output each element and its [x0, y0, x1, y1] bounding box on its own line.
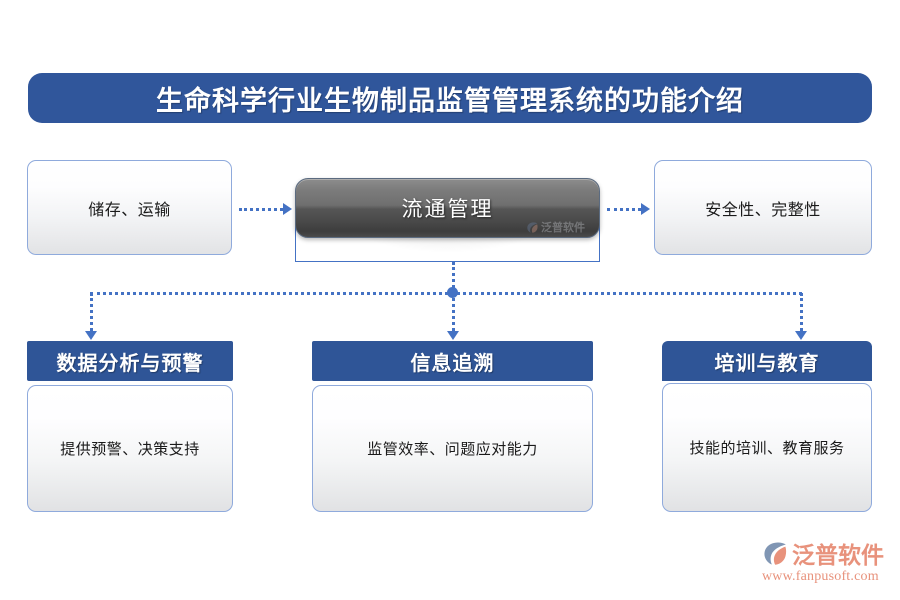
- arrowhead-drop-right-icon: [795, 331, 807, 340]
- group-data-analysis[interactable]: 数据分析与预警 提供预警、决策支持: [27, 341, 233, 512]
- connector-left-to-hub: [239, 208, 283, 211]
- connector-hub-to-right: [607, 208, 641, 211]
- arrowhead-drop-center-icon: [447, 331, 459, 340]
- group-data-analysis-header: 数据分析与预警: [27, 341, 233, 381]
- brand-logo-mark-icon: [762, 540, 789, 567]
- connector-branch-bus: [90, 292, 802, 295]
- hub-watermark-text: 泛普软件: [541, 222, 585, 234]
- arrowhead-drop-left-icon: [85, 331, 97, 340]
- hub-watermark: 泛普软件: [526, 219, 585, 235]
- node-storage-transport[interactable]: 储存、运输: [27, 160, 232, 255]
- group-training-education-header: 培训与教育: [662, 341, 872, 381]
- arrowhead-left-to-hub-icon: [283, 203, 292, 215]
- brand-mark-icon: [527, 221, 538, 233]
- group-training-education-text: 技能的培训、教育服务: [689, 440, 845, 457]
- connector-drop-right: [800, 293, 803, 331]
- group-data-analysis-body: 提供预警、决策支持: [27, 385, 233, 512]
- node-safety-integrity[interactable]: 安全性、完整性: [654, 160, 872, 255]
- page-title-banner: 生命科学行业生物制品监管管理系统的功能介绍: [28, 73, 872, 123]
- group-training-education-title: 培训与教育: [714, 352, 820, 375]
- connector-drop-center: [452, 293, 455, 331]
- node-circulation-management[interactable]: 流通管理 泛普软件: [295, 178, 600, 238]
- node-circulation-management-label: 流通管理: [401, 197, 494, 221]
- brand-logo: 泛普软件 www.fanpusoft.com: [762, 538, 894, 590]
- brand-logo-url: www.fanpusoft.com: [762, 569, 879, 584]
- node-storage-transport-label: 储存、运输: [88, 201, 171, 219]
- group-training-education[interactable]: 培训与教育 技能的培训、教育服务: [662, 341, 872, 512]
- brand-logo-row: 泛普软件: [762, 538, 894, 568]
- group-information-tracing-title: 信息追溯: [410, 352, 495, 375]
- group-training-education-body: 技能的培训、教育服务: [662, 383, 872, 512]
- connector-drop-left: [90, 293, 93, 331]
- node-safety-integrity-label: 安全性、完整性: [705, 201, 821, 219]
- brand-logo-name: 泛普软件: [792, 542, 884, 568]
- group-information-tracing[interactable]: 信息追溯 监管效率、问题应对能力: [312, 341, 593, 512]
- group-data-analysis-text: 提供预警、决策支持: [60, 441, 200, 458]
- group-information-tracing-body: 监管效率、问题应对能力: [312, 385, 593, 512]
- group-information-tracing-text: 监管效率、问题应对能力: [367, 441, 538, 458]
- connector-hub-stem: [452, 262, 455, 293]
- page-title: 生命科学行业生物制品监管管理系统的功能介绍: [156, 85, 744, 116]
- arrowhead-hub-to-right-icon: [641, 203, 650, 215]
- connector-junction-dot: [447, 287, 458, 298]
- group-data-analysis-title: 数据分析与预警: [56, 352, 204, 375]
- group-information-tracing-header: 信息追溯: [312, 341, 593, 381]
